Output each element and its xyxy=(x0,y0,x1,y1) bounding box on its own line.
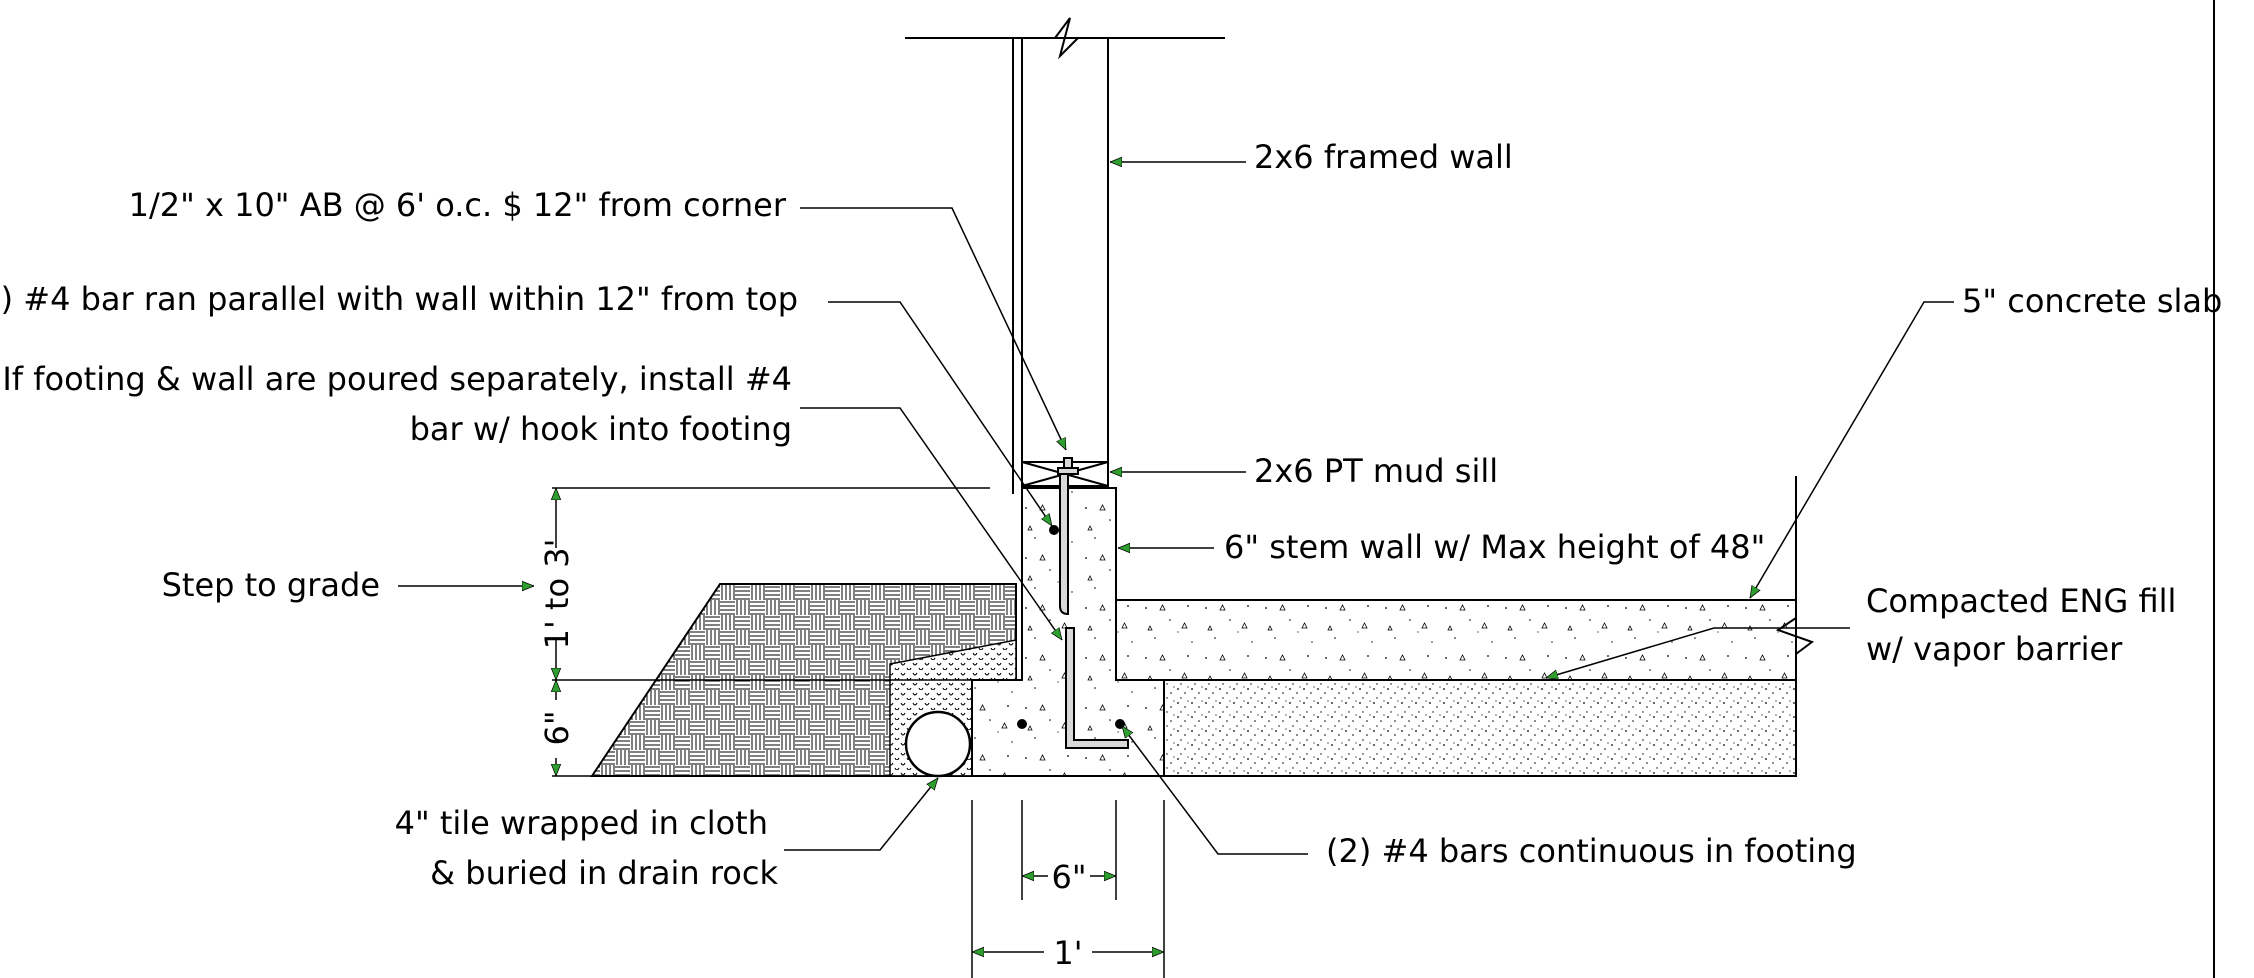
label-eng-fill-1: Compacted ENG fill xyxy=(1866,582,2176,620)
dimension-lines xyxy=(556,488,1165,978)
label-bars-continuous: (2) #4 bars continuous in footing xyxy=(1326,832,1857,870)
label-poured-separately-1: If footing & wall are poured separately,… xyxy=(2,360,792,398)
label-eng-fill-2: w/ vapor barrier xyxy=(1866,630,2123,668)
slab-break xyxy=(1775,600,1815,680)
dim-stem-width: 6" xyxy=(1051,858,1086,896)
label-tile-2: & buried in drain rock xyxy=(430,854,778,892)
label-tile-1: 4" tile wrapped in cloth xyxy=(395,804,768,842)
label-framed-wall: 2x6 framed wall xyxy=(1254,138,1513,176)
dim-footing-width: 1' xyxy=(1053,934,1082,972)
framed-wall xyxy=(905,17,1225,494)
label-bar-parallel: (1) #4 bar ran parallel with wall within… xyxy=(0,280,798,318)
rebar xyxy=(1017,457,1129,749)
label-mud-sill: 2x6 PT mud sill xyxy=(1254,452,1498,490)
drain-tile xyxy=(904,710,972,778)
label-anchor-bolt: 1/2" x 10" AB @ 6' o.c. $ 12" from corne… xyxy=(129,186,787,224)
label-concrete-slab: 5" concrete slab xyxy=(1962,282,2222,320)
label-stem-wall: 6" stem wall w/ Max height of 48" xyxy=(1224,528,1765,566)
leaders xyxy=(398,162,1954,855)
dim-step-height: 1' to 3' xyxy=(538,539,576,650)
label-step-to-grade: Step to grade xyxy=(162,566,380,604)
concrete-slab xyxy=(1115,599,1797,681)
label-poured-separately-2: bar w/ hook into footing xyxy=(410,410,792,448)
compacted-fill xyxy=(1163,679,1797,777)
dim-footing-height: 6" xyxy=(538,710,576,745)
